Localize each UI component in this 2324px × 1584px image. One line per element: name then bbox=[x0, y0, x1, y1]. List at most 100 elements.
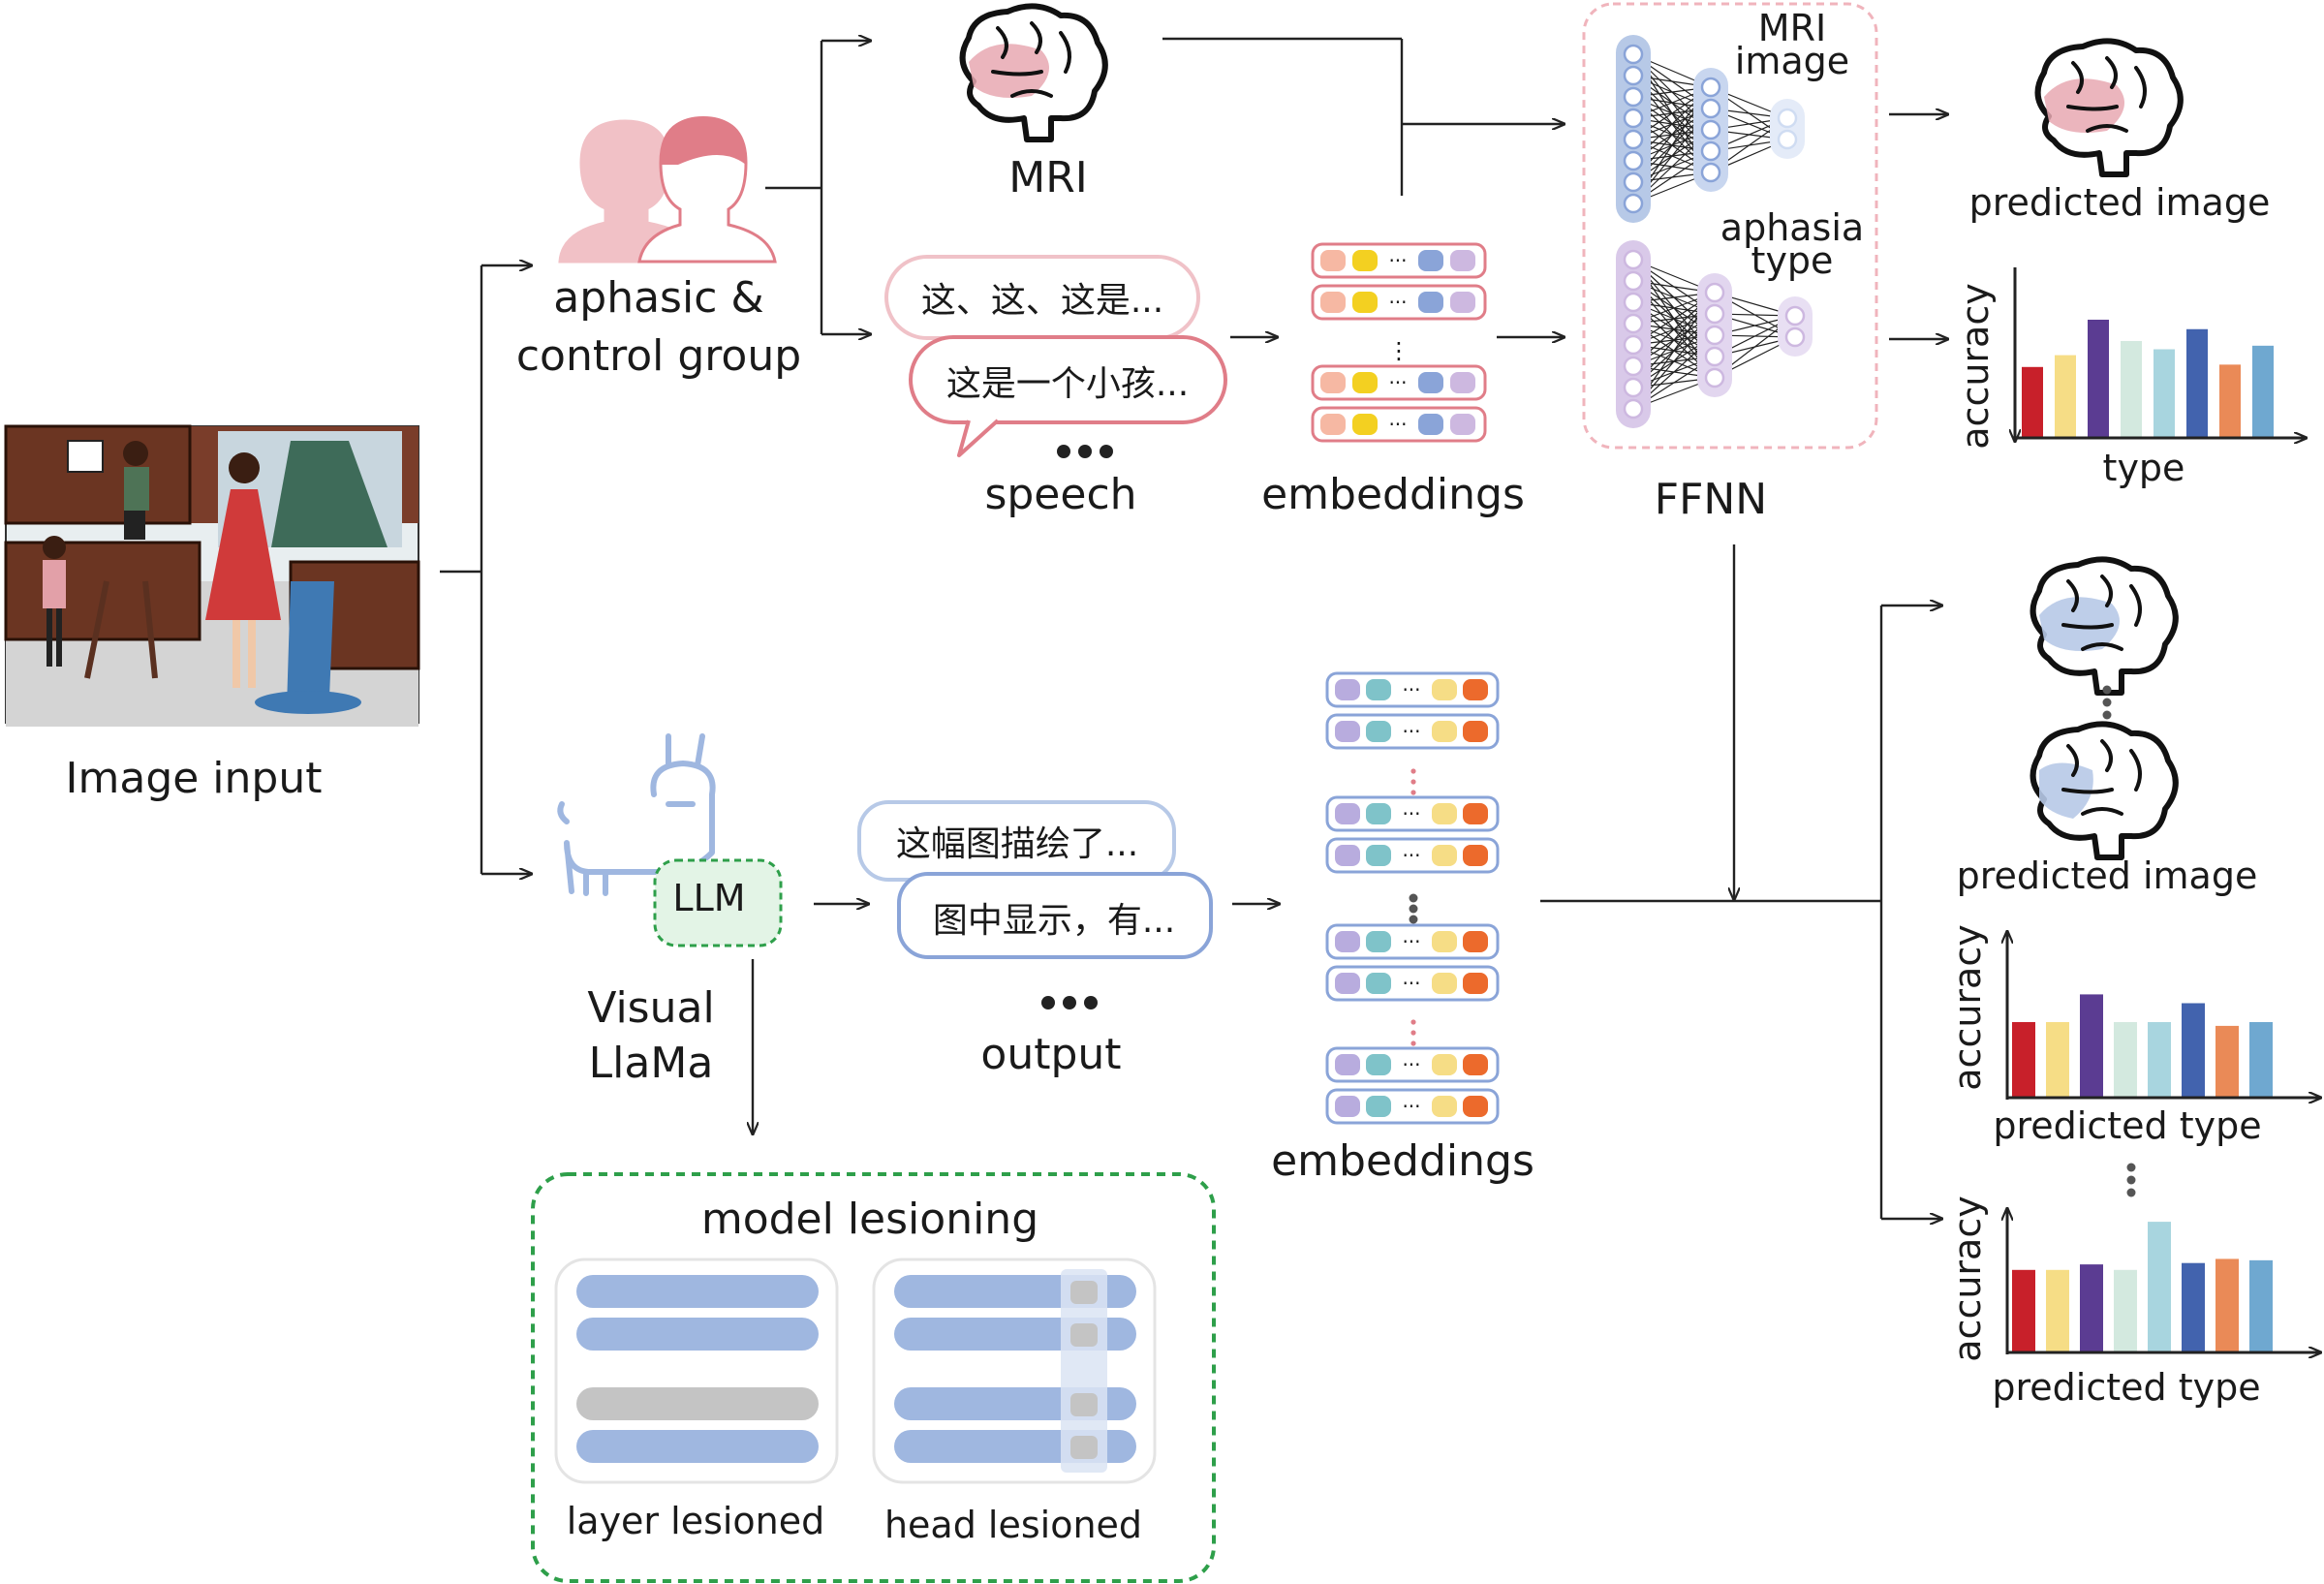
nn-node bbox=[1700, 98, 1721, 119]
chart-2-bars bbox=[2012, 1222, 2273, 1352]
nn-node bbox=[1623, 44, 1644, 65]
nn-node bbox=[1704, 282, 1725, 303]
lesioned-head bbox=[1070, 1436, 1098, 1459]
aphasia-type-label-line2: type bbox=[1751, 239, 1834, 282]
nn-node bbox=[1623, 292, 1644, 313]
nn-node bbox=[1700, 119, 1721, 140]
speech-bubble-1-text: 这、这、这是... bbox=[921, 281, 1163, 321]
vertical-ellipsis-brains bbox=[2102, 685, 2112, 720]
embeddings-bottom-label: embeddings bbox=[1271, 1136, 1534, 1186]
chart-1-xlabel: predicted type bbox=[1993, 1104, 2261, 1147]
svg-text:···: ··· bbox=[1388, 291, 1407, 314]
group-label-line2: control group bbox=[516, 331, 801, 381]
lesioned-head bbox=[1070, 1323, 1098, 1347]
nn-mri-image bbox=[1616, 35, 1805, 223]
svg-text:···: ··· bbox=[1402, 844, 1420, 867]
connector-lines bbox=[440, 39, 1947, 1219]
bar bbox=[2216, 1258, 2239, 1352]
nn-node bbox=[1623, 129, 1644, 150]
chart-predicted-type-2: accuracy predicted type bbox=[1946, 1196, 2320, 1409]
bar bbox=[2121, 340, 2142, 438]
embedding-row: ··· bbox=[1325, 1088, 1500, 1125]
bar bbox=[2148, 1022, 2171, 1098]
embedding-row: ··· bbox=[1325, 795, 1500, 832]
bar bbox=[2219, 364, 2241, 438]
vertical-ellipsis-dot bbox=[1409, 904, 1418, 914]
nn-node bbox=[1623, 249, 1644, 270]
nn-node bbox=[1784, 326, 1806, 348]
nn-node bbox=[1777, 108, 1798, 129]
embeddings-bottom: ························ bbox=[1325, 671, 1500, 1125]
visual-llama-label-line1: Visual bbox=[587, 983, 714, 1033]
nn-layer bbox=[1778, 296, 1813, 357]
embedding-row: ··· bbox=[1325, 837, 1500, 874]
nn-node bbox=[1623, 150, 1644, 171]
llama-icon bbox=[557, 733, 716, 896]
bar bbox=[2186, 328, 2208, 438]
speech-bubble-1: 这、这、这是... bbox=[884, 255, 1200, 340]
layer-lesioned-label: layer lesioned bbox=[567, 1500, 825, 1542]
chart-0-bars bbox=[2022, 320, 2274, 438]
output-label: output bbox=[980, 1030, 1121, 1079]
nn-layer bbox=[1770, 99, 1805, 159]
nn-node bbox=[1623, 193, 1644, 214]
vertical-ellipsis-dot bbox=[1409, 915, 1418, 924]
cookie-theft-image bbox=[4, 424, 420, 727]
bar bbox=[2252, 345, 2274, 438]
brain-icon-predicted-bottom-1 bbox=[2030, 556, 2179, 696]
nn-node bbox=[1704, 346, 1725, 367]
mri-image-label-line1: MRI bbox=[1758, 7, 1826, 49]
embedding-row: ··· bbox=[1311, 284, 1487, 321]
vertical-ellipsis-dot bbox=[1410, 790, 1416, 795]
chart-1-bars bbox=[2012, 994, 2273, 1098]
output-bubble-2-text: 图中显示，有... bbox=[933, 901, 1175, 941]
bar bbox=[2046, 1022, 2069, 1098]
bar bbox=[2148, 1222, 2171, 1352]
output-ellipsis bbox=[1041, 996, 1098, 1009]
nn-node bbox=[1784, 305, 1806, 326]
svg-text:···: ··· bbox=[1402, 1053, 1420, 1076]
layer-bar bbox=[576, 1318, 819, 1351]
chart-2-ylabel: accuracy bbox=[1946, 1196, 1989, 1361]
predicted-image-bottom-label: predicted image bbox=[1957, 854, 2258, 897]
nn-node bbox=[1623, 65, 1644, 86]
bar bbox=[2114, 1269, 2137, 1352]
model-lesioning-title: model lesioning bbox=[701, 1195, 1038, 1244]
embedding-row: ··· bbox=[1325, 965, 1500, 1002]
bar bbox=[2046, 1269, 2069, 1352]
ffnn-box bbox=[1582, 2, 1878, 450]
lesioned-head bbox=[1070, 1281, 1098, 1304]
nn-node bbox=[1623, 334, 1644, 356]
speech-label: speech bbox=[984, 470, 1136, 519]
head-lesion-column bbox=[1061, 1269, 1107, 1473]
embedding-row: ··· bbox=[1311, 406, 1487, 443]
nn-node bbox=[1704, 325, 1725, 346]
chart-1-ylabel: accuracy bbox=[1946, 924, 1989, 1090]
chart-2-xlabel: predicted type bbox=[1992, 1366, 2260, 1409]
vertical-ellipsis-dot bbox=[1409, 893, 1418, 903]
chart-0-xlabel: type bbox=[2103, 447, 2185, 489]
chart-predicted-type-1: accuracy predicted type bbox=[1946, 924, 2320, 1147]
aphasia-type-label-line1: aphasia bbox=[1720, 206, 1864, 249]
embedding-row: ··· bbox=[1325, 713, 1500, 750]
nn-node bbox=[1704, 303, 1725, 325]
vertical-ellipsis-dot bbox=[1410, 768, 1416, 774]
layer-lesioned-panel bbox=[554, 1258, 839, 1484]
nn-node bbox=[1777, 129, 1798, 150]
embedding-row: ··· bbox=[1325, 1046, 1500, 1083]
svg-text:···: ··· bbox=[1402, 678, 1420, 701]
speech-ellipsis bbox=[1057, 445, 1113, 458]
mri-label: MRI bbox=[1008, 153, 1088, 202]
lesioned-head bbox=[1070, 1393, 1098, 1416]
image-input-label: Image input bbox=[66, 754, 323, 803]
model-lesioning-box bbox=[531, 1172, 1216, 1583]
nn-layer bbox=[1616, 35, 1651, 223]
nn-node bbox=[1623, 108, 1644, 129]
nn-node bbox=[1623, 86, 1644, 108]
bar bbox=[2080, 994, 2103, 1098]
layer-bar-lesioned bbox=[576, 1387, 819, 1420]
embeddings-top-label: embeddings bbox=[1261, 470, 1525, 519]
bar bbox=[2249, 1022, 2273, 1098]
nn-node bbox=[1700, 162, 1721, 183]
